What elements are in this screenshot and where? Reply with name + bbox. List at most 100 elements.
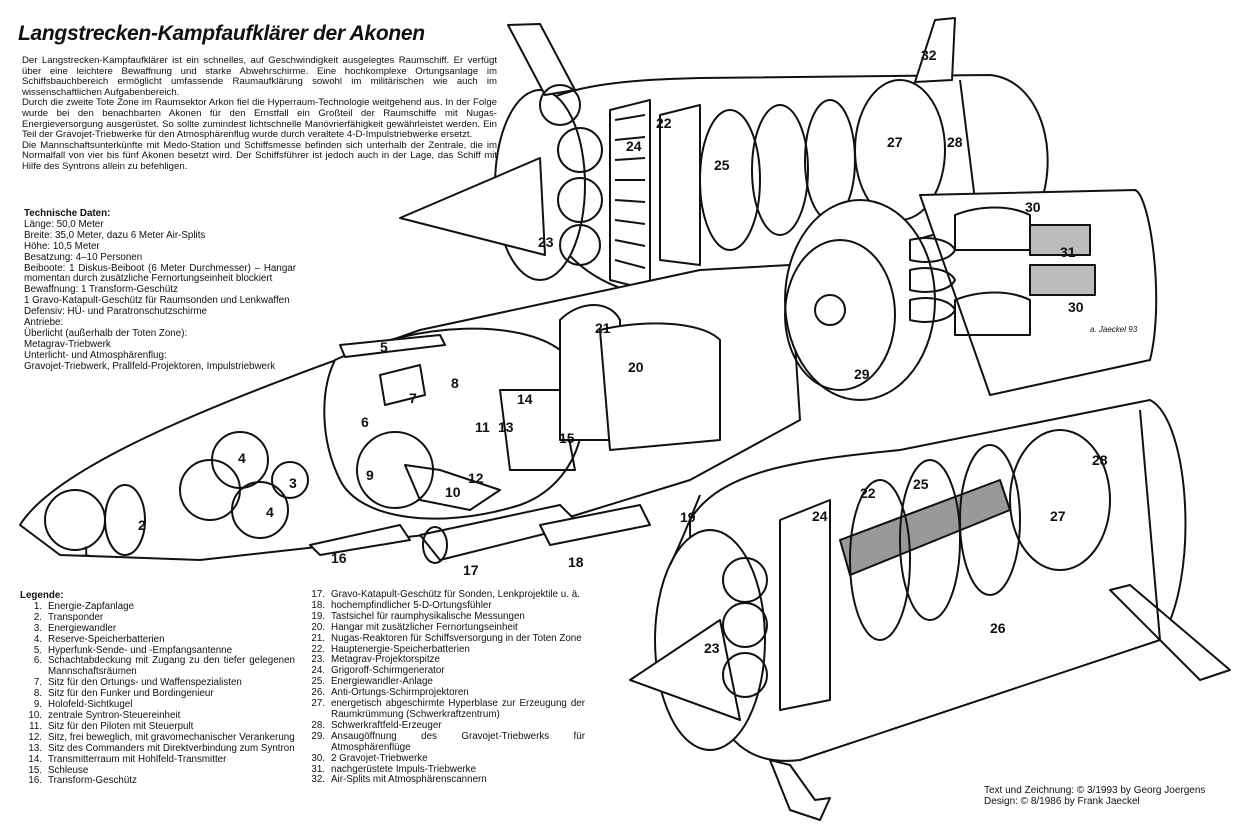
legend-item-text: Sitz für den Funker und Bordingenieur xyxy=(48,688,214,700)
legend-item-number: 10. xyxy=(28,709,42,721)
legend-item-text: zentrale Syntron-Steuereinheit xyxy=(48,709,181,721)
legend-item-text: Schachtabdeckung mit Zugang zu den tiefe… xyxy=(48,655,295,678)
legend-item: 23. Metagrav-Projektorspitze xyxy=(305,655,585,666)
intro-paragraph: Durch die zweite Tote Zone im Raumsektor… xyxy=(22,97,497,141)
legend-item-number: 11. xyxy=(29,720,42,732)
callout-4a: 4 xyxy=(238,450,246,466)
legend-item-text: energetisch abgeschirmte Hyperblase zur … xyxy=(331,698,585,720)
callout-30a: 30 xyxy=(1025,199,1041,215)
credit-design: Design: © 8/1986 by Frank Jaeckel xyxy=(984,796,1140,807)
legend-item-text: Sitz, frei beweglich, mit gravomechanisc… xyxy=(48,731,295,743)
callout-22a: 22 xyxy=(656,115,672,131)
legend-item: 7.Sitz für den Ortungs- und Waffenspezia… xyxy=(20,677,295,689)
callout-1: 1 xyxy=(82,543,90,559)
callout-30b: 30 xyxy=(1068,299,1084,315)
callout-32: 32 xyxy=(921,47,937,63)
callout-22b: 22 xyxy=(860,485,876,501)
callout-24b: 24 xyxy=(812,508,828,524)
legend-item-number: 2. xyxy=(33,611,42,623)
callout-5: 5 xyxy=(380,339,388,355)
legend-item: 14.Transmitterraum mit Hohlfeld-Transmit… xyxy=(20,753,295,766)
callout-19: 19 xyxy=(680,509,696,525)
legend-item-text: Holofeld-Sichtkugel xyxy=(48,699,133,711)
legend-item-text: Sitz für den Ortungs- und Waffenspeziali… xyxy=(48,677,242,689)
legend-item-number: 27. xyxy=(311,698,325,710)
tech-line: Metagrav-Triebwerk xyxy=(24,338,111,350)
tech-line: Breite: 35,0 Meter, dazu 6 Meter Air-Spl… xyxy=(24,229,206,241)
legend-item-text: Transmitterraum mit Hohlfeld-Transmitter xyxy=(48,753,227,765)
callout-4b: 4 xyxy=(266,504,274,520)
legend-item-number: 29. xyxy=(311,730,325,742)
intro-paragraph: Die Mannschaftsunterkünfte mit Medo-Stat… xyxy=(22,139,497,172)
legend-item: 9.Holofeld-Sichtkugel xyxy=(20,699,295,711)
upper-engine-nacelle xyxy=(399,17,1049,301)
technical-data-heading: Technische Daten: xyxy=(24,208,111,219)
legend-item: 21.Nugas-Reaktoren für Schiffsversorgung… xyxy=(305,632,585,645)
lower-engine-nacelle xyxy=(629,399,1231,821)
legend-item: 6.Schachtabdeckung mit Zugang zu den tie… xyxy=(20,656,295,678)
callout-6: 6 xyxy=(361,414,369,430)
intro-paragraph: Der Langstrecken-Kampfaufklärer ist ein … xyxy=(22,55,497,98)
callout-25a: 25 xyxy=(714,157,730,173)
tech-line: Beiboote: 1 Diskus-Beiboot (6 Meter Durc… xyxy=(24,262,296,285)
legend-item: 32. Air-Splits mit Atmosphärenscannern xyxy=(305,775,585,786)
callout-31: 31 xyxy=(1060,244,1076,260)
legend-item-number: 32. xyxy=(311,774,325,786)
legend-item: 31. nachgerüstete Impuls-Triebwerke xyxy=(305,763,585,776)
legend-item-text: Metagrav-Projektorspitze xyxy=(331,654,440,666)
legend-item: 19.Tastsichel für raumphysikalische Mess… xyxy=(305,610,585,623)
legend-item-text: Air-Splits mit Atmosphärenscannern xyxy=(331,774,487,786)
callout-13: 13 xyxy=(498,419,514,435)
legend-item-number: 3. xyxy=(33,622,42,634)
legend-item-text: Hauptenergie-Speicherbatterien xyxy=(331,643,470,655)
legend-item-number: 16. xyxy=(28,775,42,787)
legend-item-text: Sitz für den Piloten mit Steuerpult xyxy=(48,720,194,732)
callout-24a: 24 xyxy=(626,138,642,154)
legend-item-text: Energiewandler-Anlage xyxy=(331,676,433,688)
legend-item-number: 5. xyxy=(33,644,42,656)
legend-item-text: Transponder xyxy=(48,611,104,623)
legend-item-text: nachgerüstete Impuls-Triebwerke xyxy=(331,763,477,775)
callout-14: 14 xyxy=(517,391,533,407)
callout-23a: 23 xyxy=(538,234,554,250)
callout-labels: 1 2 3 4 4 5 6 7 8 9 10 11 12 13 14 15 16… xyxy=(82,47,1138,656)
legend-item: 11. Sitz für den Piloten mit Steuerpult xyxy=(20,720,295,733)
legend-item: 10. zentrale Syntron-Steuereinheit xyxy=(20,709,295,722)
central-hull xyxy=(19,264,801,566)
legend-item-number: 20. xyxy=(311,621,325,633)
callout-8: 8 xyxy=(451,375,459,391)
legend-item-number: 4. xyxy=(33,633,42,645)
tech-line: Antriebe: xyxy=(24,317,64,329)
legend-item: 22.Hauptenergie-Speicherbatterien xyxy=(305,643,585,656)
gravojet-assembly xyxy=(784,189,1158,401)
legend-item: 30.2 Gravojet-Triebwerke xyxy=(305,753,585,765)
legend-item: 29. Ansaugöffnung des Gravojet-Triebwerks… xyxy=(305,730,585,754)
legend-item-number: 19. xyxy=(311,610,325,622)
legend-item: 12.Sitz, frei beweglich, mit gravomechan… xyxy=(20,731,295,744)
legend-item: 20.Hangar mit zusätzlicher Fernortungsei… xyxy=(305,621,585,634)
legend-item-number: 23. xyxy=(311,654,325,666)
legend-item: 3.Energiewandler xyxy=(20,622,295,635)
page-title: Langstrecken-Kampfaufklärer der Akonen xyxy=(18,22,425,45)
tech-line: Höhe: 10,5 Meter xyxy=(24,240,100,252)
intro-text: Der Langstrecken-Kampfaufklärer ist ein … xyxy=(22,55,497,173)
legend-item-text: Reserve-Speicherbatterien xyxy=(48,633,165,645)
legend-item-text: Ansaugöffnung des Gravojet-Triebwerks fü… xyxy=(331,730,585,753)
tech-line: 1 Gravo-Katapult-Geschütz für Raumsonden… xyxy=(24,295,290,307)
callout-7: 7 xyxy=(409,390,417,406)
callout-18: 18 xyxy=(568,554,584,570)
callout-9: 9 xyxy=(366,467,374,483)
credit-text: Text und Zeichnung: © 3/1993 by Georg Jo… xyxy=(984,785,1206,796)
legend-item-number: 21. xyxy=(311,632,325,644)
callout-11: 11 xyxy=(475,419,490,435)
legend-item: 16.Transform-Geschütz xyxy=(20,776,295,787)
legend-heading: Legende: xyxy=(20,590,64,601)
legend-item-number: 31. xyxy=(311,763,325,775)
tech-line: Länge: 50,0 Meter xyxy=(24,218,104,230)
callout-17: 17 xyxy=(463,562,479,578)
artist-signature: a. Jaeckel 93 xyxy=(1090,325,1138,334)
callout-16: 16 xyxy=(331,550,347,566)
callout-15: 15 xyxy=(559,430,575,446)
